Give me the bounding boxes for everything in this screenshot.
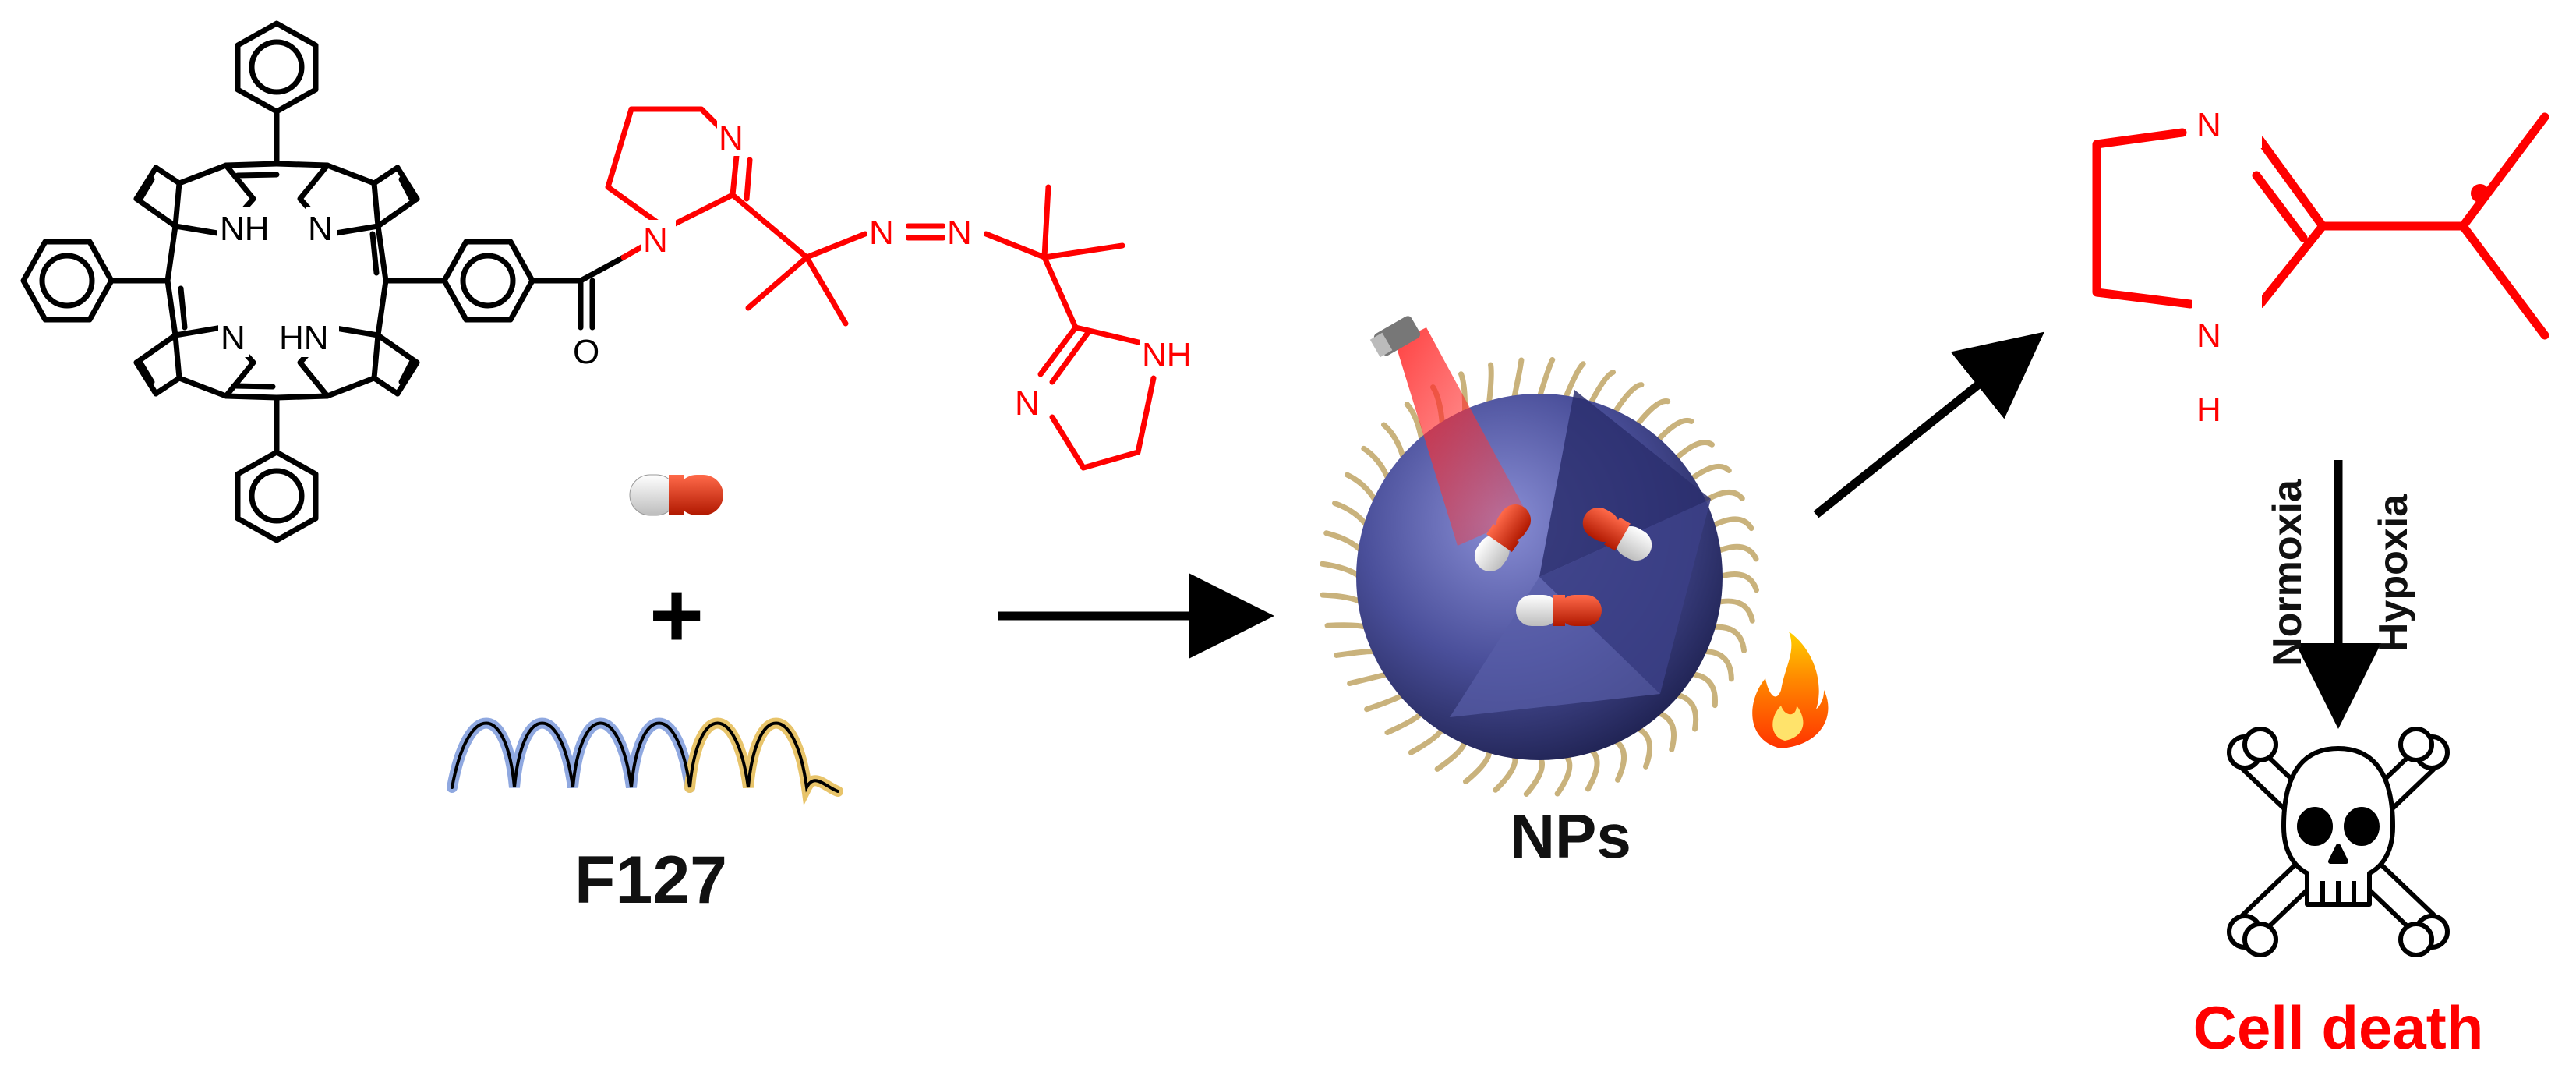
atom-ring-n-top: N xyxy=(719,119,744,157)
polymer-chain xyxy=(1347,670,1392,686)
atom-ring-n-amide: N xyxy=(643,221,668,260)
nanoparticle-cutaway xyxy=(1539,390,1711,577)
atom-product-nh-h: H xyxy=(2196,391,2221,429)
atom-nh-1: NH xyxy=(220,210,270,248)
polymer-chain xyxy=(1611,737,1627,783)
hypoxia-label: Hypoxia xyxy=(2371,494,2416,652)
polymer-chain xyxy=(1562,361,1586,402)
reaction-arrow-radical xyxy=(1813,331,2044,518)
radical-dot xyxy=(2471,184,2489,203)
nanoparticles-label: NPs xyxy=(1510,801,1631,871)
polymer-chain xyxy=(1523,753,1545,797)
polymer-chain xyxy=(1536,357,1556,401)
polymer-chain xyxy=(1672,692,1699,732)
polymer-label: F127 xyxy=(574,843,727,918)
polymer-chain xyxy=(1345,472,1380,505)
phenyl-ring-bottom xyxy=(235,449,319,543)
normoxia-label: Normoxia xyxy=(2265,479,2310,667)
polymer-chain xyxy=(1633,398,1671,430)
nanoparticle-illustration xyxy=(1320,316,1829,797)
polymer-chain xyxy=(1364,692,1407,713)
polymer-chain xyxy=(1323,530,1365,554)
porphyrin-atom-labels: NH N N HN O xyxy=(217,207,602,372)
f127-polymer-icon xyxy=(447,717,843,806)
polymer-chain xyxy=(1434,737,1468,772)
atom-n-2: N xyxy=(221,319,246,357)
polymer-chain xyxy=(1687,670,1718,709)
atom-azo-n-2: N xyxy=(947,214,972,252)
polymer-chain xyxy=(1332,500,1370,529)
polymer-chain xyxy=(1486,362,1494,408)
polymer-chain xyxy=(1462,746,1493,784)
product-atom-labels: N N H xyxy=(2192,78,2489,429)
skull-crossbones-icon xyxy=(2227,727,2450,957)
porphyrin-structure xyxy=(20,20,627,543)
polymer-chain xyxy=(1687,463,1732,483)
polymer-chain xyxy=(1672,440,1715,462)
polymer-chain xyxy=(1493,752,1518,793)
laser-icon xyxy=(1369,316,1528,546)
polymer-chain xyxy=(1361,445,1392,483)
polymer-chain xyxy=(1587,369,1617,408)
polymer-chain xyxy=(1654,709,1677,752)
atom-carbonyl-o: O xyxy=(573,333,599,371)
polymer-chain xyxy=(1714,598,1755,624)
polymer-chain xyxy=(1611,382,1645,417)
atom-n-1: N xyxy=(308,210,333,248)
atom-product-n: N xyxy=(2196,106,2221,144)
flame-icon xyxy=(1752,632,1829,748)
polymer-chain xyxy=(1320,561,1363,580)
polymer-chain xyxy=(1708,516,1754,532)
atom-ring2-n: N xyxy=(1015,384,1040,423)
azo-imidazoline-structure xyxy=(605,106,1157,471)
plus-sign: + xyxy=(649,563,704,667)
polymer-chain xyxy=(1324,622,1370,631)
capsule-in-np-3 xyxy=(1516,595,1602,626)
polymer-chain xyxy=(1320,592,1365,606)
pyrrole-ring-bl xyxy=(172,324,256,399)
polymer-chain xyxy=(1633,724,1653,770)
polymer-chain xyxy=(1554,752,1573,797)
atom-azo-n-1: N xyxy=(869,214,894,252)
polymer-chain xyxy=(1699,649,1734,682)
polymer-chain xyxy=(1708,624,1747,654)
atom-product-nh-n: N xyxy=(2196,317,2221,355)
polymer-chain xyxy=(1334,648,1380,658)
polymer-chain xyxy=(1384,709,1425,736)
polymer-chain xyxy=(1380,422,1407,462)
pyrrole-ring-tr xyxy=(297,162,381,237)
polymer-chain xyxy=(1408,724,1446,755)
polymer-chain xyxy=(1716,571,1759,593)
azo-atom-labels: N N N N NH N xyxy=(641,117,1202,423)
polymer-chain xyxy=(1654,417,1694,444)
polymer-chain xyxy=(1511,357,1525,402)
cell-death-label: Cell death xyxy=(2193,993,2484,1062)
polymer-chain xyxy=(1714,543,1759,562)
atom-hn-1: HN xyxy=(279,319,329,357)
polymer-chain xyxy=(1585,746,1600,792)
imidazoline-radical-structure xyxy=(2092,112,2549,340)
capsule-in-np-1 xyxy=(1474,504,1532,571)
capsule-in-np-2 xyxy=(1582,508,1652,561)
drug-capsule-icon xyxy=(629,474,723,516)
atom-ring2-nh: NH xyxy=(1142,336,1192,374)
